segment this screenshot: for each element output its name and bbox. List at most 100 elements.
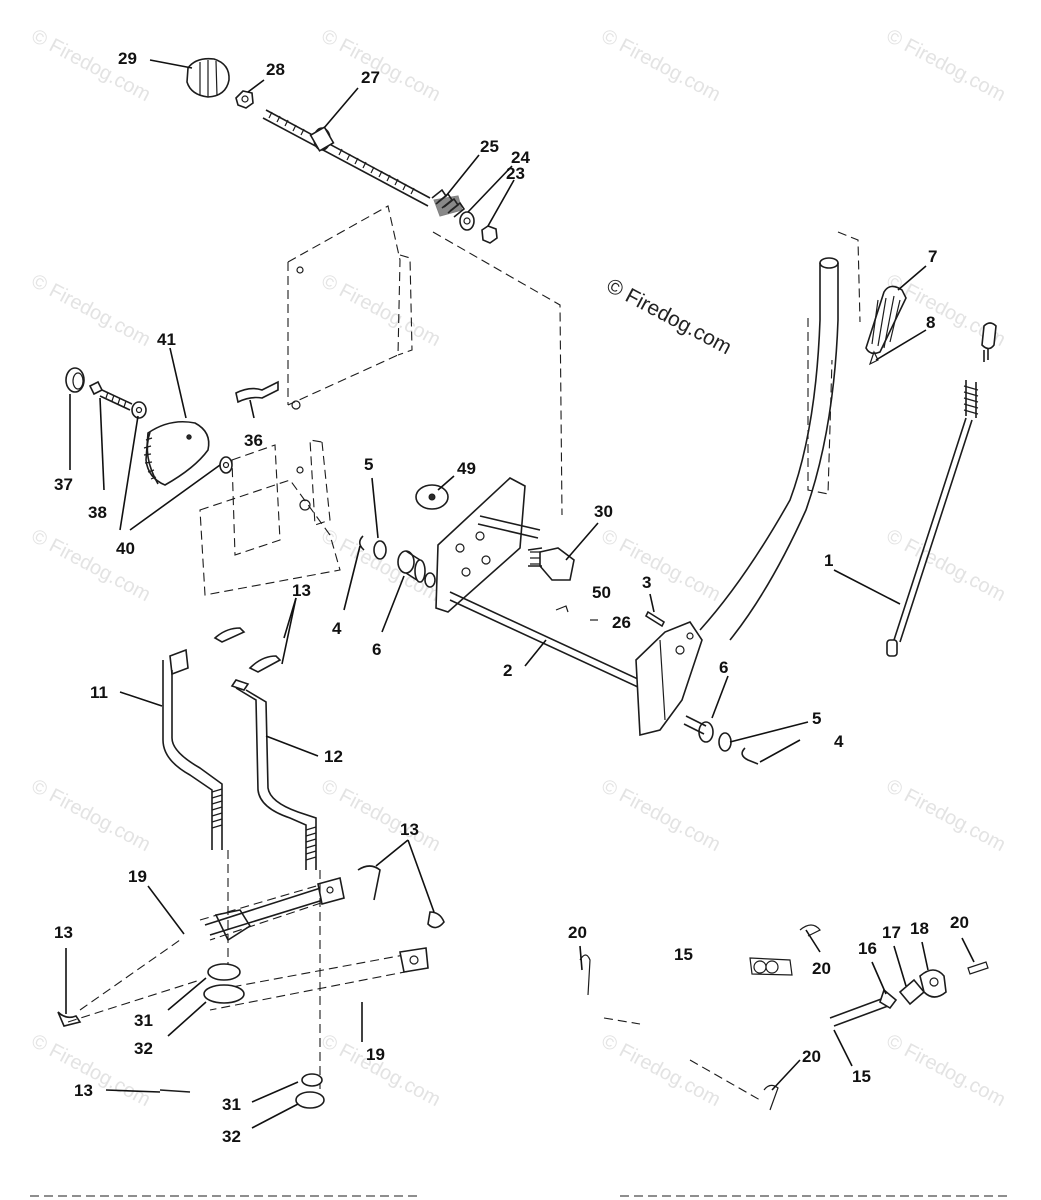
adjustment-rod-assembly [186,57,498,244]
lift-shaft-assembly [358,477,666,689]
callout-32-lower: 32 [222,1127,241,1146]
link-rod-part-11 [162,648,223,850]
callout-13-left: 13 [54,923,73,942]
collar-part-16 [879,988,898,1010]
callout-17: 17 [882,923,901,942]
washer-part-24 [459,211,475,231]
ring-part-37 [65,367,85,393]
watermark: © Firedog.com [318,25,444,106]
watermark: © Firedog.com [598,25,724,106]
watermark: © Firedog.com [883,775,1009,856]
callout-36: 36 [244,431,263,450]
knob-part-29 [186,57,230,98]
callout-4: 4 [332,619,342,638]
main-watermark: © Firedog.com [603,274,736,359]
watermark: © Firedog.com [318,1030,444,1111]
callout-28: 28 [266,60,285,79]
watermark: © Firedog.com [883,1030,1009,1111]
lower-arm-part-19 [67,850,429,1090]
callout-13-mid: 13 [400,820,419,839]
callout-38: 38 [88,503,107,522]
spacer-part-17 [898,978,926,1006]
watermark: © Firedog.com [883,525,1009,606]
callout-6-right: 6 [719,658,728,677]
callout-2: 2 [503,661,512,680]
callout-41: 41 [157,330,176,349]
mounting-panel [199,205,563,596]
callout-7: 7 [928,247,937,266]
pin-part-3 [644,610,666,628]
watermark: © Firedog.com [318,775,444,856]
callout-15-lower: 15 [852,1067,871,1086]
callout-40: 40 [116,539,135,558]
watermark: © Firedog.com [883,25,1009,106]
knob-part-41 [143,420,210,486]
leader-lines [65,59,975,1129]
callout-27: 27 [361,68,380,87]
washer-part-50 [555,605,569,613]
link-rod-part-12 [230,679,317,870]
ring-part-5 [373,540,387,560]
callout-20-right: 20 [950,913,969,932]
watermark: © Firedog.com [28,525,154,606]
callout-37: 37 [54,475,73,494]
clip-part-36 [235,380,279,404]
callout-19: 19 [128,867,147,886]
callout-3: 3 [642,573,651,592]
callout-20: 20 [568,923,587,942]
callout-labels: 29 28 27 25 24 23 7 8 41 37 38 40 36 5 4… [54,49,969,1146]
callout-32: 32 [134,1039,153,1058]
callout-23: 23 [506,164,525,183]
cotter-pins-part-13-lower [57,865,445,1093]
cotter-pins-part-13 [213,627,282,673]
callout-16: 16 [858,939,877,958]
bushing-part-31 [203,963,325,1109]
callout-20-bottom: 20 [802,1047,821,1066]
watermark: © Firedog.com [598,525,724,606]
callout-31-lower: 31 [222,1095,241,1114]
nut-part-28 [235,90,254,109]
bracket-plate [435,477,526,613]
cable-part-1 [886,322,997,657]
fitting-part-30 [527,547,575,581]
callout-11: 11 [90,683,108,702]
watermark: © Firedog.com [598,1030,724,1111]
callout-49: 49 [457,459,476,478]
callout-1: 1 [824,551,833,570]
callout-29: 29 [118,49,137,68]
callout-13: 13 [292,581,311,600]
lift-lever [635,231,861,765]
washer-part-40 [131,401,147,419]
callout-8: 8 [926,313,935,332]
callout-24: 24 [511,148,530,167]
callout-26: 26 [612,613,631,632]
callout-4-right: 4 [834,732,844,751]
threaded-rod-part-27 [262,109,431,207]
clip-part-4 [741,747,759,765]
ring-part-5 [718,732,732,752]
callout-31: 31 [134,1011,153,1030]
nut-part-23 [481,225,498,244]
gear-part-18 [919,969,947,998]
callout-6: 6 [372,640,381,659]
callout-15: 15 [674,945,693,964]
pin-assembly-part-15 [579,924,989,1111]
watermark: © Firedog.com [28,775,154,856]
callout-5: 5 [364,455,373,474]
callout-19-lower: 19 [366,1045,385,1064]
clip-part-20 [967,961,989,975]
callout-5-right: 5 [812,709,821,728]
handle-grip-part-7 [865,285,907,366]
ferrule-part-8 [868,350,879,366]
clip-part-4 [358,535,365,551]
callout-50: 50 [592,583,611,602]
spring-part-25 [431,188,466,218]
callout-18: 18 [910,919,929,938]
watermark: © Firedog.com [28,270,154,351]
callout-12: 12 [324,747,343,766]
callout-25: 25 [480,137,499,156]
watermark: © Firedog.com [598,775,724,856]
knob-assembly [65,367,279,486]
